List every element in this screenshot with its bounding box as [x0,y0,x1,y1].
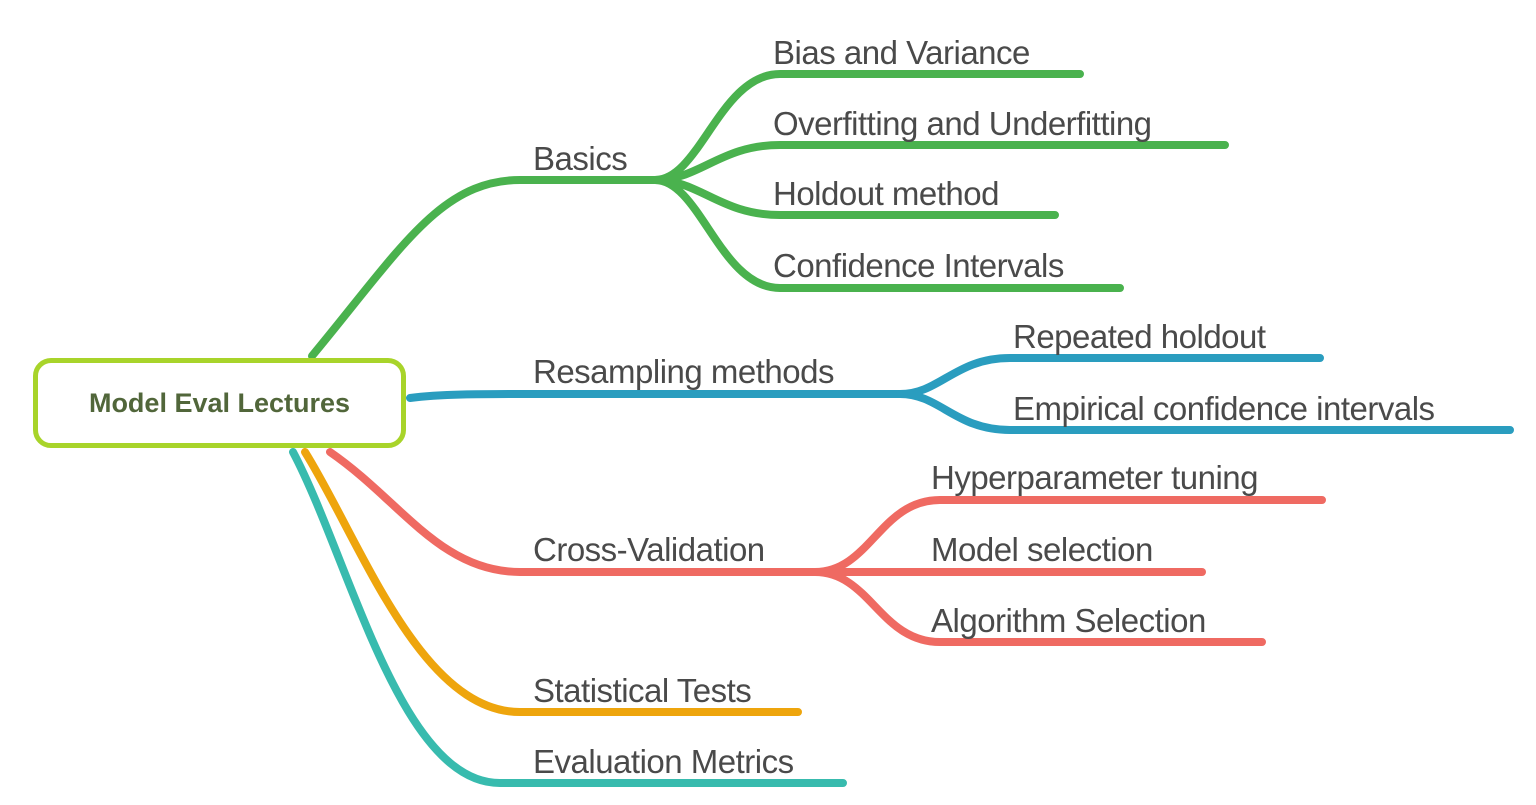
root-node[interactable]: Model Eval Lectures [33,358,406,448]
root-node-label: Model Eval Lectures [88,387,351,418]
branch-connector-statistical-tests [301,448,802,716]
branch-connector-basics [308,70,1229,360]
branch-connector-evaluation-metrics [289,448,847,787]
node-bias-and-variance[interactable]: Bias and Variance [773,34,1030,71]
node-empirical-confidence-intervals[interactable]: Empirical confidence intervals [1013,390,1435,427]
node-algorithm-selection[interactable]: Algorithm Selection [931,602,1206,639]
node-resampling-methods[interactable]: Resampling methods [533,353,835,390]
branch-connector-resampling [406,354,1514,434]
node-holdout-method[interactable]: Holdout method [773,175,999,212]
node-hyperparameter-tuning[interactable]: Hyperparameter tuning [931,459,1259,496]
node-statistical-tests[interactable]: Statistical Tests [533,672,752,709]
node-cross-validation[interactable]: Cross-Validation [533,531,765,568]
node-model-selection[interactable]: Model selection [931,531,1153,568]
node-confidence-intervals[interactable]: Confidence Intervals [773,247,1064,284]
branch-connector-cross-validation [326,448,1326,646]
node-evaluation-metrics[interactable]: Evaluation Metrics [533,743,794,780]
node-overfitting-and-underfitting[interactable]: Overfitting and Underfitting [773,105,1152,142]
node-repeated-holdout[interactable]: Repeated holdout [1013,318,1266,355]
node-basics[interactable]: Basics [533,140,628,177]
